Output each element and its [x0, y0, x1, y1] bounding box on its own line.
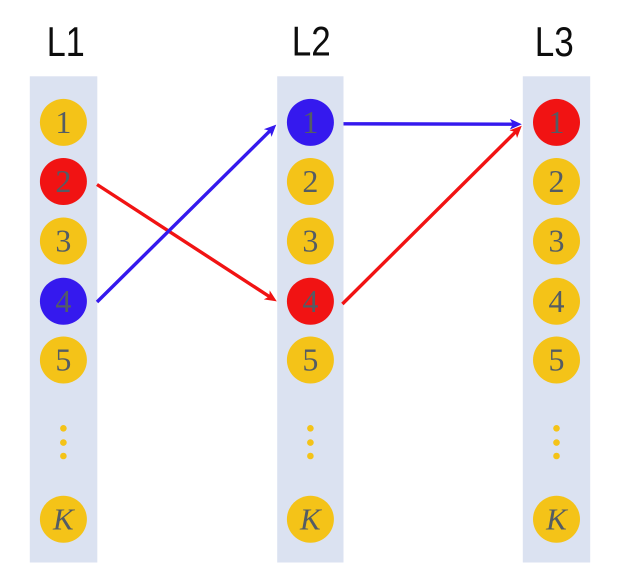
svg-text:3: 3: [302, 223, 318, 259]
svg-text:L3: L3: [535, 18, 574, 65]
svg-text:3: 3: [549, 223, 565, 259]
svg-text:K: K: [299, 501, 323, 536]
svg-text:5: 5: [549, 342, 565, 378]
svg-text:2: 2: [302, 163, 318, 199]
svg-text:1: 1: [55, 104, 71, 140]
svg-text:1: 1: [302, 104, 318, 140]
svg-text:4: 4: [55, 283, 71, 319]
svg-text:4: 4: [549, 283, 565, 319]
svg-text:K: K: [545, 501, 569, 536]
svg-text:4: 4: [302, 283, 318, 319]
svg-text:5: 5: [55, 342, 71, 378]
svg-text:K: K: [52, 501, 76, 536]
svg-text:5: 5: [302, 342, 318, 378]
svg-text:2: 2: [55, 163, 71, 199]
svg-text:L1: L1: [47, 18, 85, 65]
svg-text:L2: L2: [292, 18, 331, 65]
svg-text:1: 1: [549, 104, 565, 140]
svg-text:3: 3: [55, 223, 71, 259]
svg-text:2: 2: [549, 163, 565, 199]
